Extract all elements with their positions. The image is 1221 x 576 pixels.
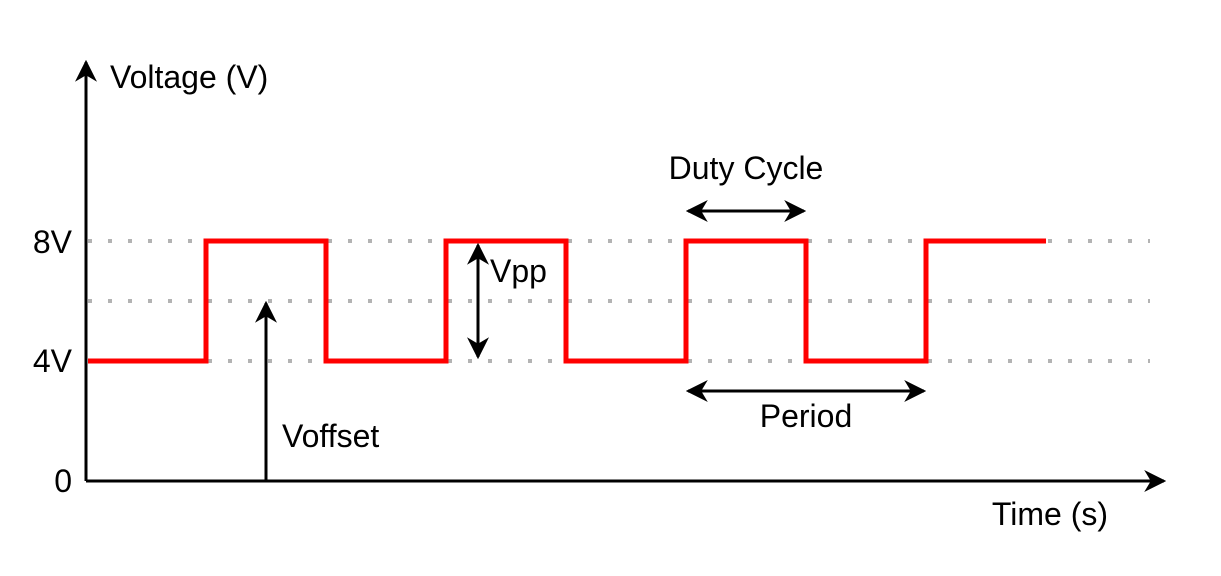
level-label-4v: 4V <box>33 343 73 379</box>
duty-cycle-label: Duty Cycle <box>669 150 824 186</box>
level-label-8v: 8V <box>33 224 73 260</box>
square-wave-signal <box>88 238 1046 364</box>
period-label: Period <box>760 398 853 434</box>
level-label-zero: 0 <box>54 463 72 499</box>
voffset-label: Voffset <box>282 418 379 454</box>
x-axis-label: Time (s) <box>992 496 1108 532</box>
vpp-label: Vpp <box>490 253 547 289</box>
y-axis-label: Voltage (V) <box>110 59 268 95</box>
